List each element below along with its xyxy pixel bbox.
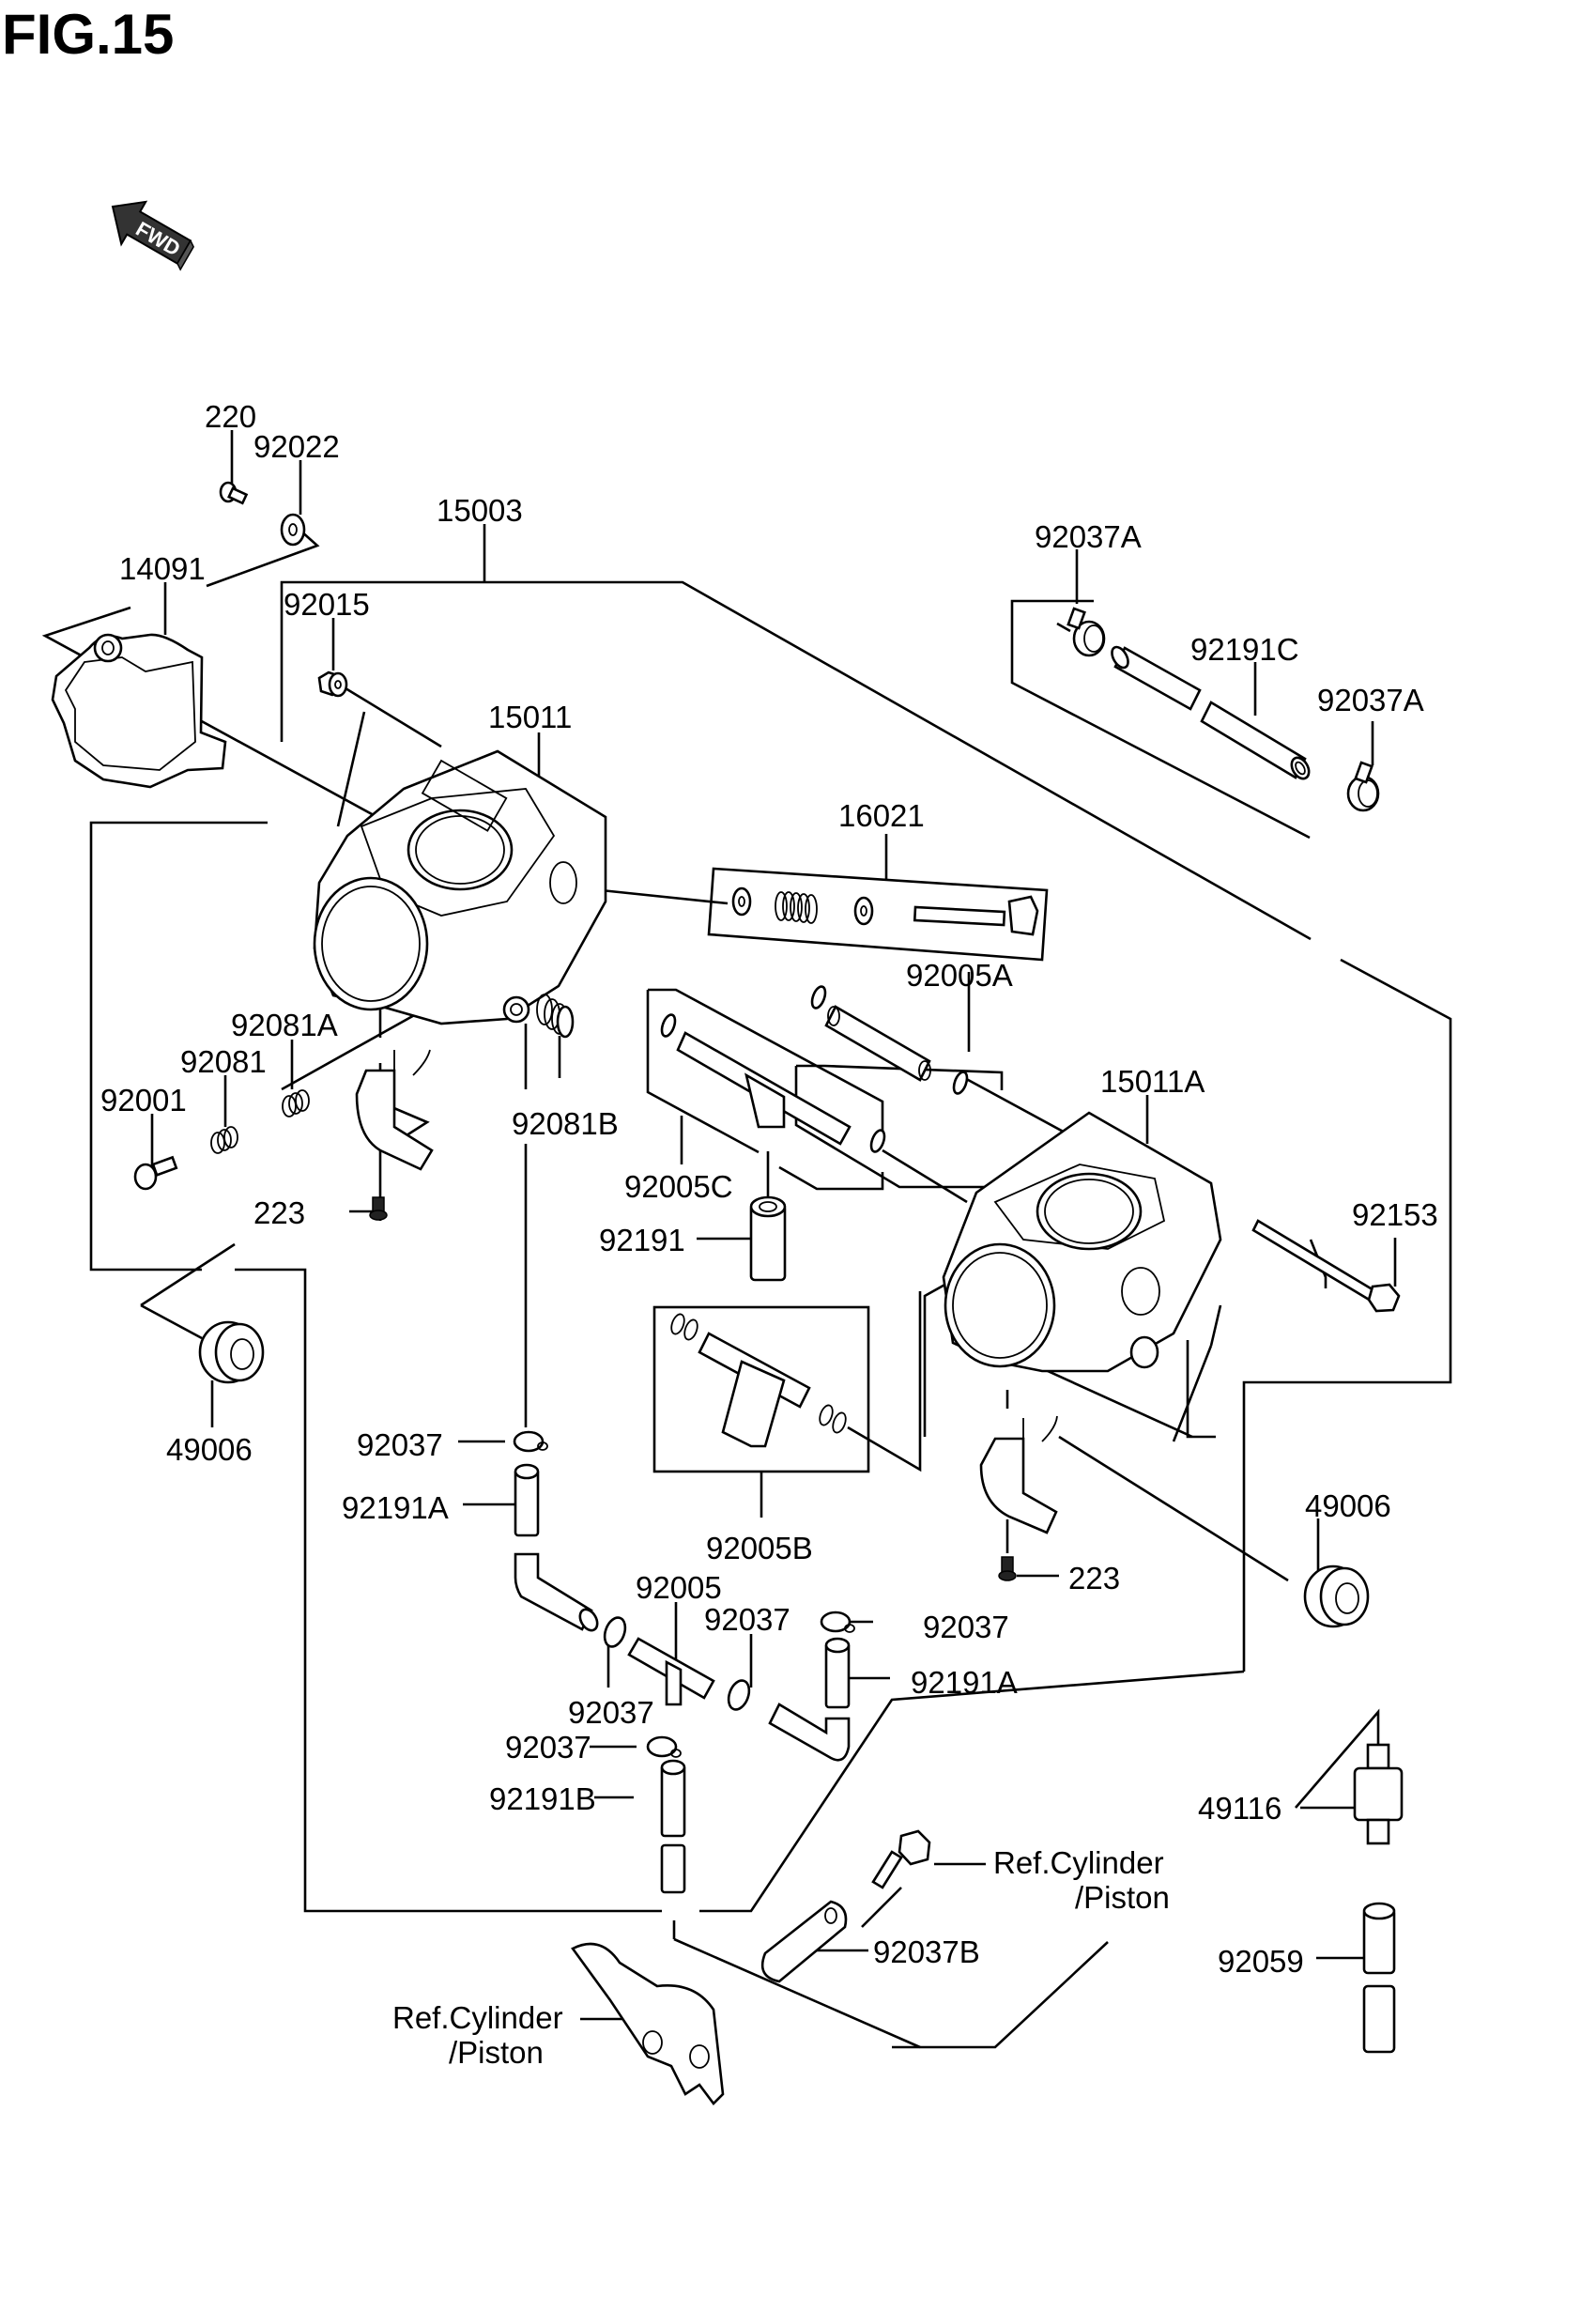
part-92037-clip-a[interactable]: [513, 1430, 548, 1453]
label-223-right[interactable]: 223: [1068, 1561, 1120, 1595]
label-92037-c[interactable]: 92037: [923, 1610, 1009, 1644]
label-92005C[interactable]: 92005C: [624, 1169, 733, 1204]
part-49006-grommet-left[interactable]: [198, 1320, 265, 1384]
label-223-left[interactable]: 223: [253, 1195, 305, 1230]
part-92191-hose[interactable]: [749, 1195, 787, 1282]
label-92191C[interactable]: 92191C: [1190, 632, 1299, 667]
part-92037-clip-b[interactable]: [601, 1615, 629, 1650]
part-16021-idle-screw-kit[interactable]: [731, 886, 1039, 936]
label-15011[interactable]: 15011: [488, 700, 572, 734]
label-92081A[interactable]: 92081A: [231, 1008, 338, 1042]
label-92037-b[interactable]: 92037: [704, 1602, 790, 1637]
label-92005[interactable]: 92005: [636, 1570, 722, 1605]
part-92001-screw[interactable]: [133, 1155, 178, 1191]
label-15003[interactable]: 15003: [437, 493, 523, 528]
label-ref-cylinder-right-2[interactable]: /Piston: [1075, 1880, 1170, 1915]
label-220[interactable]: 220: [205, 399, 256, 434]
part-220-screw[interactable]: [219, 481, 249, 505]
label-92005B[interactable]: 92005B: [706, 1531, 813, 1565]
label-15011A[interactable]: 15011A: [1100, 1064, 1205, 1099]
label-49006-right[interactable]: 49006: [1305, 1488, 1391, 1523]
part-92037-clip-c[interactable]: [725, 1678, 753, 1713]
part-92081A-spring[interactable]: [282, 1089, 310, 1117]
label-92022[interactable]: 92022: [253, 429, 340, 464]
label-92191A-left[interactable]: 92191A: [342, 1490, 449, 1525]
part-92005-t-joint[interactable]: [627, 1637, 715, 1706]
part-92081-spring[interactable]: [210, 1126, 238, 1154]
label-92153[interactable]: 92153: [1352, 1197, 1438, 1232]
label-92005A[interactable]: 92005A: [906, 958, 1013, 993]
label-92081[interactable]: 92081: [180, 1044, 267, 1079]
fwd-arrow-icon: FWD: [111, 200, 194, 271]
part-15011A-throttle-body[interactable]: [942, 1111, 1222, 1373]
label-92037-a[interactable]: 92037: [357, 1427, 443, 1462]
label-92191B[interactable]: 92191B: [489, 1781, 596, 1816]
label-92037A-right[interactable]: 92037A: [1317, 683, 1424, 717]
part-92153-bolt[interactable]: [1251, 1219, 1401, 1313]
part-92037-clip-e[interactable]: [646, 1735, 682, 1758]
part-92037A-clamp-right[interactable]: [1346, 761, 1380, 812]
part-223-bolt-right[interactable]: [998, 1556, 1017, 1581]
part-14091-cover[interactable]: [51, 633, 227, 789]
label-92037A-top[interactable]: 92037A: [1035, 519, 1142, 554]
part-92037B-clamp[interactable]: [760, 1900, 848, 1983]
part-92059-hose[interactable]: [1362, 1902, 1396, 2054]
label-ref-cylinder-right-1[interactable]: Ref.Cylinder: [993, 1845, 1164, 1880]
part-labels: 220 92022 15003 14091 92015 15011 92037A…: [100, 399, 1438, 2070]
label-92037-e[interactable]: 92037: [505, 1730, 591, 1765]
label-ref-cylinder-left-1[interactable]: Ref.Cylinder: [392, 2000, 563, 2035]
part-15011-throttle-body[interactable]: [313, 749, 607, 1025]
label-49116[interactable]: 49116: [1198, 1791, 1281, 1826]
label-92037B[interactable]: 92037B: [873, 1934, 980, 1969]
part-92191A-hose-left[interactable]: [514, 1463, 601, 1633]
label-92059[interactable]: 92059: [1218, 1944, 1304, 1979]
part-bracket-right[interactable]: [979, 1415, 1058, 1534]
label-92015[interactable]: 92015: [284, 587, 370, 622]
part-ref-cylinder-casting[interactable]: [571, 1942, 725, 2105]
part-92191B-hose[interactable]: [660, 1759, 686, 1894]
figure-title: FIG.15: [2, 3, 175, 66]
part-92005B-y-pipe[interactable]: [669, 1313, 849, 1448]
label-92191[interactable]: 92191: [599, 1223, 685, 1257]
part-92005A-pipe[interactable]: [809, 985, 969, 1096]
part-92015-nut[interactable]: [317, 670, 348, 698]
part-49116-filter[interactable]: [1353, 1743, 1404, 1845]
label-49006-left[interactable]: 49006: [166, 1432, 253, 1467]
part-49006-grommet-right[interactable]: [1303, 1564, 1370, 1628]
part-92191C-hose[interactable]: [1109, 644, 1312, 781]
part-92005C-t-pipe[interactable]: [659, 1013, 886, 1154]
label-ref-cylinder-left-2[interactable]: /Piston: [449, 2035, 544, 2070]
part-bracket-left[interactable]: [355, 1049, 434, 1171]
part-ref-cylinder-bolt[interactable]: [871, 1829, 931, 1889]
part-223-bolt-left[interactable]: [369, 1196, 388, 1221]
part-92191A-hose-right[interactable]: [768, 1637, 851, 1762]
part-92022-washer[interactable]: [280, 513, 306, 547]
part-92037-clip-d[interactable]: [820, 1611, 855, 1633]
label-92191A-right[interactable]: 92191A: [911, 1665, 1018, 1700]
label-92001[interactable]: 92001: [100, 1083, 187, 1117]
label-16021[interactable]: 16021: [838, 798, 925, 833]
part-92081B-spring[interactable]: [536, 994, 575, 1039]
label-92081B[interactable]: 92081B: [512, 1106, 619, 1141]
part-92037A-clamp-top[interactable]: [1067, 607, 1106, 657]
label-14091[interactable]: 14091: [119, 551, 206, 586]
label-92037-d[interactable]: 92037: [568, 1695, 654, 1730]
